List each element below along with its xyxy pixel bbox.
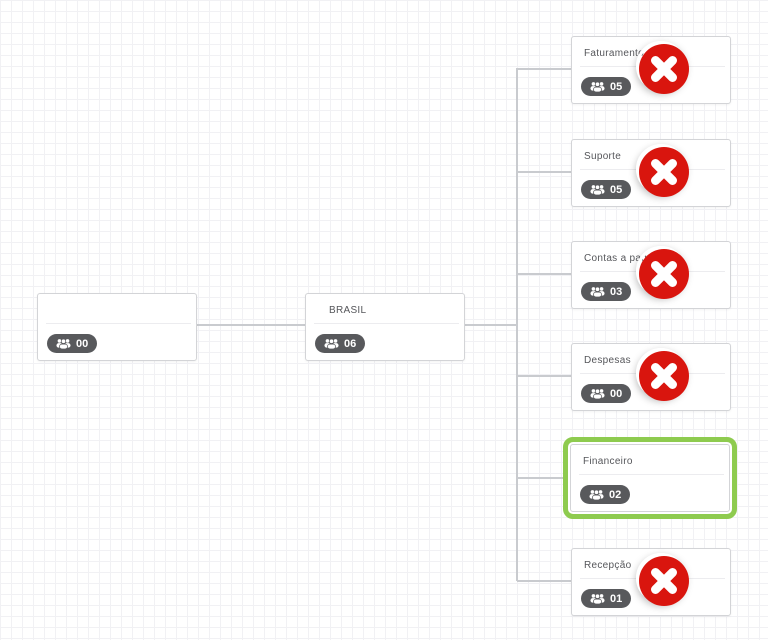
node-title: Financeiro — [583, 456, 633, 467]
delete-node-button[interactable] — [636, 348, 686, 398]
users-icon — [590, 286, 605, 297]
node-divider — [314, 323, 459, 324]
users-icon — [590, 184, 605, 195]
node-divider — [579, 474, 724, 475]
users-icon — [590, 81, 605, 92]
connector-branch-recepcao — [517, 580, 572, 582]
member-count-badge: 00 — [581, 384, 632, 403]
delete-node-button[interactable] — [636, 553, 686, 603]
close-x-icon — [639, 147, 689, 197]
member-count-badge: 02 — [580, 485, 631, 504]
org-node-contas-a-pagar[interactable]: Contas a pagar 03 — [571, 241, 731, 309]
close-x-icon — [639, 351, 689, 401]
org-node-suporte[interactable]: Suporte 05 — [571, 139, 731, 207]
node-title: Recepção — [584, 560, 632, 571]
member-count: 01 — [610, 592, 623, 605]
close-x-icon — [639, 249, 689, 299]
close-x-icon — [639, 556, 689, 606]
connector-branch-suporte — [517, 171, 572, 173]
users-icon — [56, 338, 71, 349]
connector-trunk — [516, 68, 518, 581]
close-x-icon — [639, 44, 689, 94]
org-node-faturamento[interactable]: Faturamento 05 — [571, 36, 731, 104]
member-count-badge: 01 — [581, 589, 632, 608]
member-count: 05 — [610, 80, 623, 93]
delete-node-button[interactable] — [636, 246, 686, 296]
org-node-brasil[interactable]: BRASIL 06 — [305, 293, 465, 361]
connector-brasil-trunk — [463, 324, 517, 326]
connector-branch-contas-a-pagar — [517, 273, 572, 275]
org-node-despesas[interactable]: Despesas 00 — [571, 343, 731, 411]
member-count: 00 — [76, 337, 89, 350]
connector-root-brasil — [197, 324, 305, 326]
node-title: BRASIL — [329, 305, 367, 316]
node-divider — [46, 323, 191, 324]
delete-node-button[interactable] — [636, 41, 686, 91]
member-count: 02 — [609, 488, 622, 501]
member-count: 05 — [610, 183, 623, 196]
connector-branch-despesas — [517, 375, 572, 377]
org-node-root[interactable]: 00 — [37, 293, 197, 361]
node-title: Contas a pagar — [584, 253, 657, 264]
org-node-recepcao[interactable]: Recepção 01 — [571, 548, 731, 616]
connector-branch-financeiro — [517, 477, 564, 479]
member-count-badge: 05 — [581, 77, 632, 96]
member-count: 00 — [610, 387, 623, 400]
member-count: 06 — [344, 337, 357, 350]
member-count-badge: 06 — [315, 334, 366, 353]
node-title: Suporte — [584, 151, 622, 162]
users-icon — [590, 593, 605, 604]
selected-node-highlight: Financeiro 02 — [563, 437, 737, 519]
node-title: Faturamento — [584, 48, 644, 59]
delete-node-button[interactable] — [636, 144, 686, 194]
org-node-financeiro[interactable]: Financeiro 02 — [570, 444, 730, 512]
member-count: 03 — [610, 285, 623, 298]
users-icon — [589, 489, 604, 500]
member-count-badge: 03 — [581, 282, 632, 301]
users-icon — [590, 388, 605, 399]
member-count-badge: 05 — [581, 180, 632, 199]
connector-branch-faturamento — [517, 68, 572, 70]
users-icon — [324, 338, 339, 349]
node-title: Despesas — [584, 355, 631, 366]
member-count-badge: 00 — [47, 334, 98, 353]
